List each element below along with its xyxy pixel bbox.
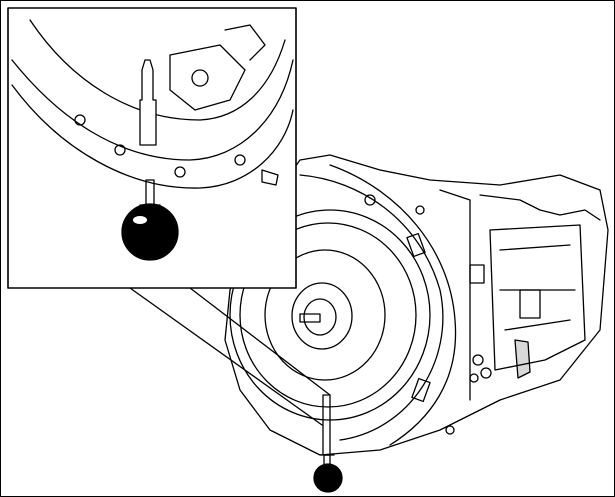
- guide-pin-tool: [313, 394, 343, 493]
- ball-handle: [313, 463, 343, 493]
- detail-inset: [7, 7, 297, 289]
- transmission-body: [224, 154, 609, 456]
- inset-ball-handle: [121, 203, 179, 261]
- callout-line: [129, 287, 323, 426]
- callout-line: [189, 287, 331, 396]
- converter-hub-stub: [299, 313, 321, 323]
